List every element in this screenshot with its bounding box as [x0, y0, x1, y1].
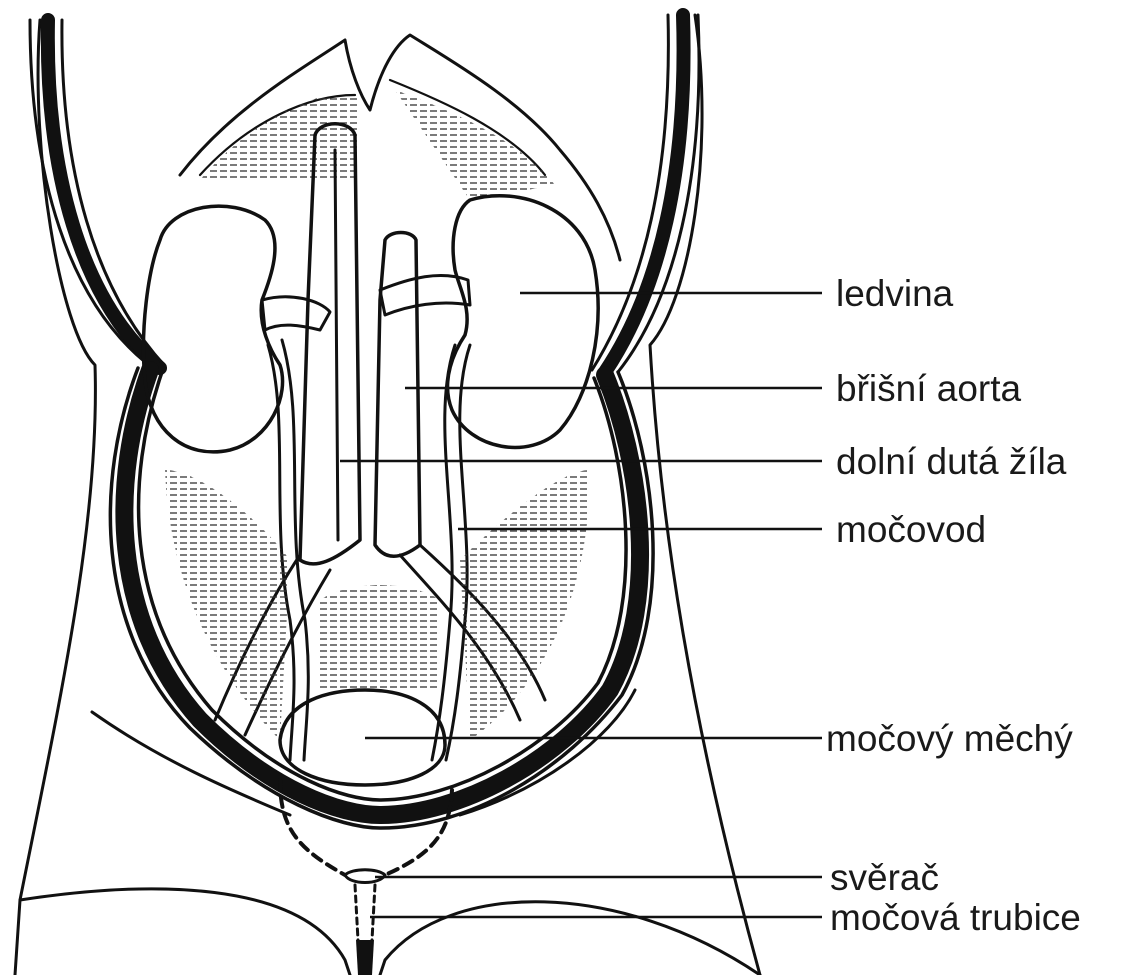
peritoneum [180, 35, 620, 260]
label-urethra: močová trubice [830, 897, 1081, 938]
kidneys [143, 196, 598, 452]
label-ureter: močovod [836, 509, 986, 550]
label-aorta: břišní aorta [836, 368, 1022, 409]
label-bladder: močový měchý [826, 718, 1073, 759]
kidney-left [143, 206, 282, 452]
vena-cava-vessel [300, 124, 360, 564]
body-outline [15, 15, 760, 975]
aorta-vessel [375, 233, 420, 557]
kidney-right [448, 196, 599, 448]
ureters [268, 340, 470, 760]
label-sphincter: svěrač [830, 857, 939, 898]
labels: ledvina břišní aorta dolní dutá žíla moč… [826, 273, 1081, 938]
label-kidney: ledvina [836, 273, 954, 314]
pelvic-muscle [165, 470, 590, 740]
label-vena-cava: dolní dutá žíla [836, 441, 1067, 482]
